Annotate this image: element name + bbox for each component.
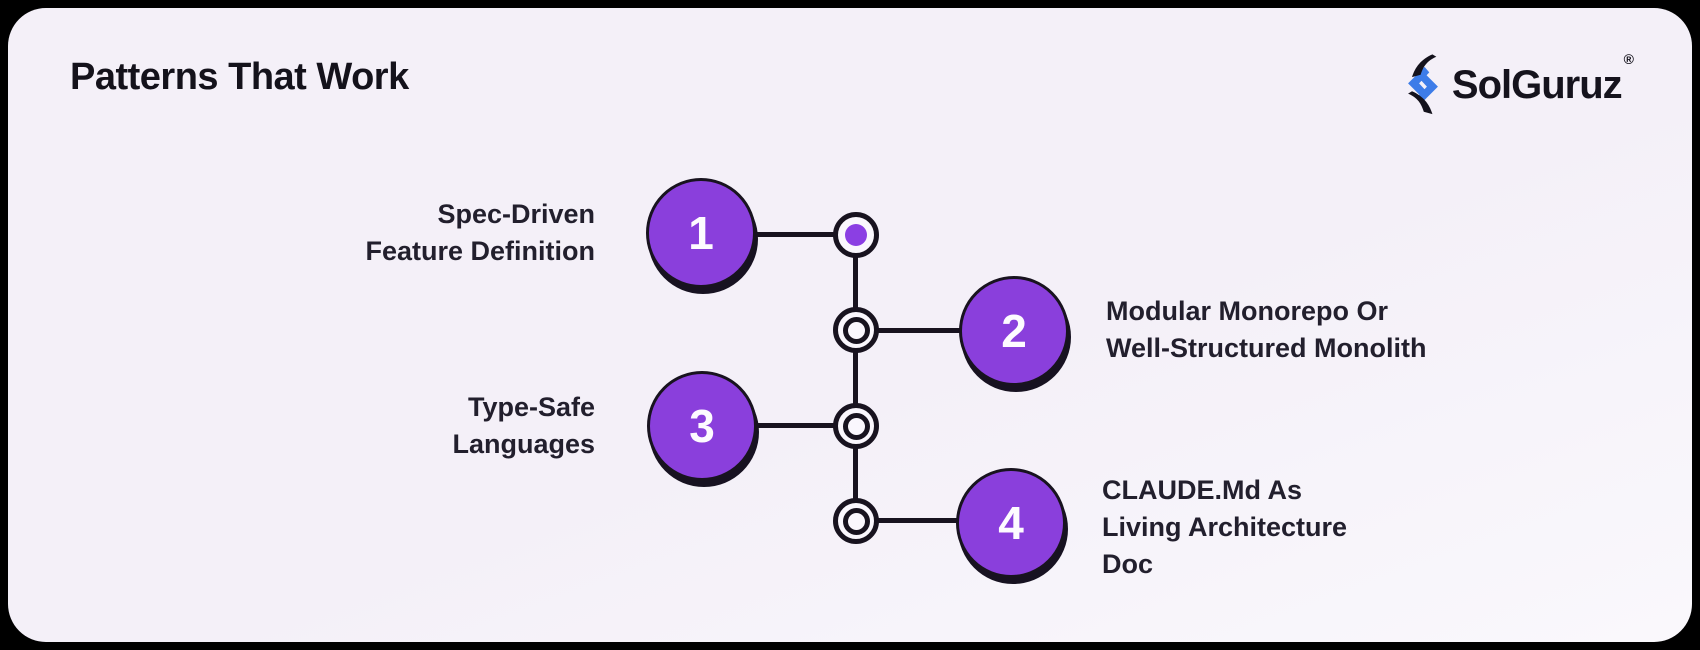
step-1-label: Spec-Driven Feature Definition — [365, 199, 595, 266]
junction-node-3 — [833, 403, 879, 449]
filled-dot-icon — [845, 224, 867, 246]
step-2-number: 2 — [1001, 305, 1027, 357]
step-3-label: Type-Safe Languages — [452, 392, 595, 459]
junction-node-4 — [833, 498, 879, 544]
solguruz-bolt-icon — [1407, 54, 1438, 115]
brand-name: SolGuruz — [1451, 63, 1623, 107]
step-1-circle: 1 — [646, 178, 756, 288]
brand-logo: SolGuruz® — [1401, 51, 1634, 118]
ring-icon — [842, 412, 870, 440]
infographic-card: Patterns That Work SolGuruz® — [8, 8, 1692, 642]
connector-spine — [853, 235, 858, 522]
registered-trademark-icon: ® — [1623, 51, 1634, 67]
connector-step-1 — [748, 232, 856, 237]
patterns-diagram: 1 2 3 4 Spec-Driven Feature Definition M… — [8, 8, 1692, 642]
step-4-label: CLAUDE.Md As Living Architecture Doc — [1102, 475, 1348, 579]
step-2-label: Modular Monorepo Or Well-Structured Mono… — [1106, 296, 1427, 363]
step-1-number: 1 — [688, 207, 714, 259]
step-2-circle: 2 — [959, 276, 1069, 386]
step-4-number: 4 — [998, 497, 1024, 549]
page-title: Patterns That Work — [70, 56, 409, 98]
junction-node-2 — [833, 307, 879, 353]
connector-step-3 — [748, 423, 856, 428]
step-3-circle: 3 — [647, 371, 757, 481]
step-3-number: 3 — [689, 400, 715, 452]
brand-wordmark: SolGuruz® — [1451, 51, 1634, 107]
ring-icon — [842, 507, 870, 535]
connector-step-4 — [859, 518, 965, 523]
ring-icon — [842, 316, 870, 344]
step-4-circle: 4 — [956, 468, 1066, 578]
connector-step-2 — [859, 328, 965, 333]
junction-node-1 — [833, 212, 879, 258]
